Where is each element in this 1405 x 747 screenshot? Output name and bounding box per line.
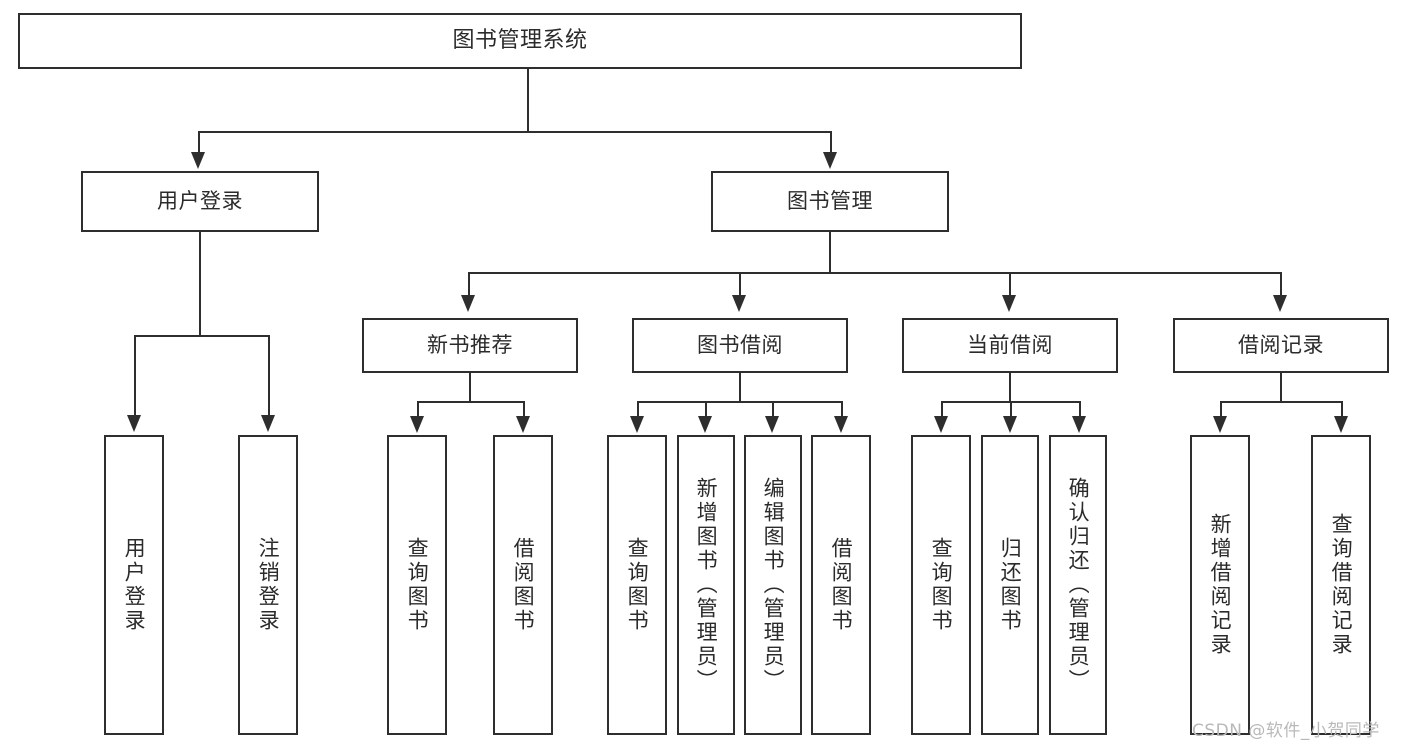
connector-user-login-drop-1 (134, 335, 136, 417)
leaf-user-login[interactable]: 用户登录 (104, 435, 164, 735)
connector-level2-drop-left (198, 131, 200, 154)
leaf-query-book-2[interactable]: 查询图书 (607, 435, 667, 735)
arrow-to-current-borrow (1002, 295, 1016, 312)
arrow-to-leaf-confirm-return (1072, 416, 1086, 433)
leaf-borrow-book-1-label: 借阅图书 (511, 537, 536, 633)
arrow-to-leaf-add-record (1213, 416, 1227, 433)
arrow-to-leaf-user-login (127, 415, 141, 432)
connector-current-borrow-stem (1009, 373, 1011, 402)
connector-level3-drop-2 (739, 272, 741, 297)
connector-bb-drop-4 (841, 401, 843, 418)
connector-user-login-drop-2 (268, 335, 270, 417)
connector-root-stem (527, 69, 529, 132)
arrow-to-leaf-logout-login (261, 415, 275, 432)
leaf-confirm-return[interactable]: 确认归还（管理员） (1049, 435, 1107, 735)
connector-cb-drop-2 (1010, 401, 1012, 418)
leaf-borrow-book-2[interactable]: 借阅图书 (811, 435, 871, 735)
leaf-add-book[interactable]: 新增图书（管理员） (677, 435, 735, 735)
node-root-book-management-system[interactable]: 图书管理系统 (18, 13, 1022, 69)
leaf-query-record-label: 查询借阅记录 (1329, 513, 1354, 657)
leaf-query-book-3[interactable]: 查询图书 (911, 435, 971, 735)
connector-user-login-stem (199, 232, 201, 336)
leaf-query-book-2-label: 查询图书 (625, 537, 650, 633)
connector-book-borrow-bus (637, 401, 842, 403)
node-user-login[interactable]: 用户登录 (81, 171, 319, 232)
node-current-borrow[interactable]: 当前借阅 (902, 318, 1118, 373)
connector-level3-bus (468, 272, 1282, 274)
connector-level3-drop-4 (1280, 272, 1282, 297)
arrow-to-book-management (823, 152, 837, 169)
connector-new-book-recommend-bus (417, 401, 523, 403)
connector-nbr-drop-2 (523, 401, 525, 418)
arrow-to-new-book-recommend (461, 295, 475, 312)
connector-book-management-stem (829, 232, 831, 273)
connector-cb-drop-1 (941, 401, 943, 418)
arrow-to-leaf-borrow-book-1 (516, 416, 530, 433)
arrow-to-leaf-query-book-2 (630, 416, 644, 433)
connector-book-borrow-stem (739, 373, 741, 402)
leaf-add-book-label: 新增图书（管理员） (694, 477, 719, 693)
arrow-to-leaf-return-book (1003, 416, 1017, 433)
arrow-to-leaf-add-book (698, 416, 712, 433)
connector-bb-drop-1 (637, 401, 639, 418)
connector-bb-drop-3 (772, 401, 774, 418)
connector-level2-bus (198, 131, 830, 133)
leaf-edit-book[interactable]: 编辑图书（管理员） (744, 435, 802, 735)
arrow-to-leaf-borrow-book-2 (834, 416, 848, 433)
leaf-borrow-book-1[interactable]: 借阅图书 (493, 435, 553, 735)
connector-br-drop-2 (1341, 401, 1343, 418)
arrow-to-leaf-query-record (1334, 416, 1348, 433)
leaf-query-book-1[interactable]: 查询图书 (387, 435, 447, 735)
leaf-add-record[interactable]: 新增借阅记录 (1190, 435, 1250, 735)
connector-nbr-drop-1 (417, 401, 419, 418)
leaf-edit-book-label: 编辑图书（管理员） (761, 477, 786, 693)
connector-bb-drop-2 (705, 401, 707, 418)
connector-cb-drop-3 (1079, 401, 1081, 418)
leaf-add-record-label: 新增借阅记录 (1208, 513, 1233, 657)
node-borrow-record[interactable]: 借阅记录 (1173, 318, 1389, 373)
node-book-management[interactable]: 图书管理 (711, 171, 949, 232)
leaf-borrow-book-2-label: 借阅图书 (829, 537, 854, 633)
arrow-to-book-borrow (732, 295, 746, 312)
connector-level3-drop-1 (468, 272, 470, 297)
connector-br-drop-1 (1220, 401, 1222, 418)
leaf-return-book[interactable]: 归还图书 (981, 435, 1039, 735)
connector-level2-drop-right (830, 131, 832, 154)
leaf-logout-login[interactable]: 注销登录 (238, 435, 298, 735)
leaf-user-login-label: 用户登录 (122, 537, 147, 633)
leaf-return-book-label: 归还图书 (998, 537, 1023, 633)
leaf-query-book-1-label: 查询图书 (405, 537, 430, 633)
connector-level3-drop-3 (1009, 272, 1011, 297)
node-book-borrow[interactable]: 图书借阅 (632, 318, 848, 373)
leaf-confirm-return-label: 确认归还（管理员） (1066, 477, 1091, 693)
connector-new-book-recommend-stem (469, 373, 471, 402)
arrow-to-leaf-query-book-3 (934, 416, 948, 433)
connector-user-login-bus (134, 335, 268, 337)
arrow-to-user-login (191, 152, 205, 169)
arrow-to-leaf-edit-book (765, 416, 779, 433)
leaf-logout-login-label: 注销登录 (256, 537, 281, 633)
connector-borrow-record-stem (1280, 373, 1282, 402)
node-new-book-recommend[interactable]: 新书推荐 (362, 318, 578, 373)
arrow-to-leaf-query-book-1 (410, 416, 424, 433)
leaf-query-record[interactable]: 查询借阅记录 (1311, 435, 1371, 735)
arrow-to-borrow-record (1273, 295, 1287, 312)
leaf-query-book-3-label: 查询图书 (929, 537, 954, 633)
connector-borrow-record-bus (1220, 401, 1341, 403)
